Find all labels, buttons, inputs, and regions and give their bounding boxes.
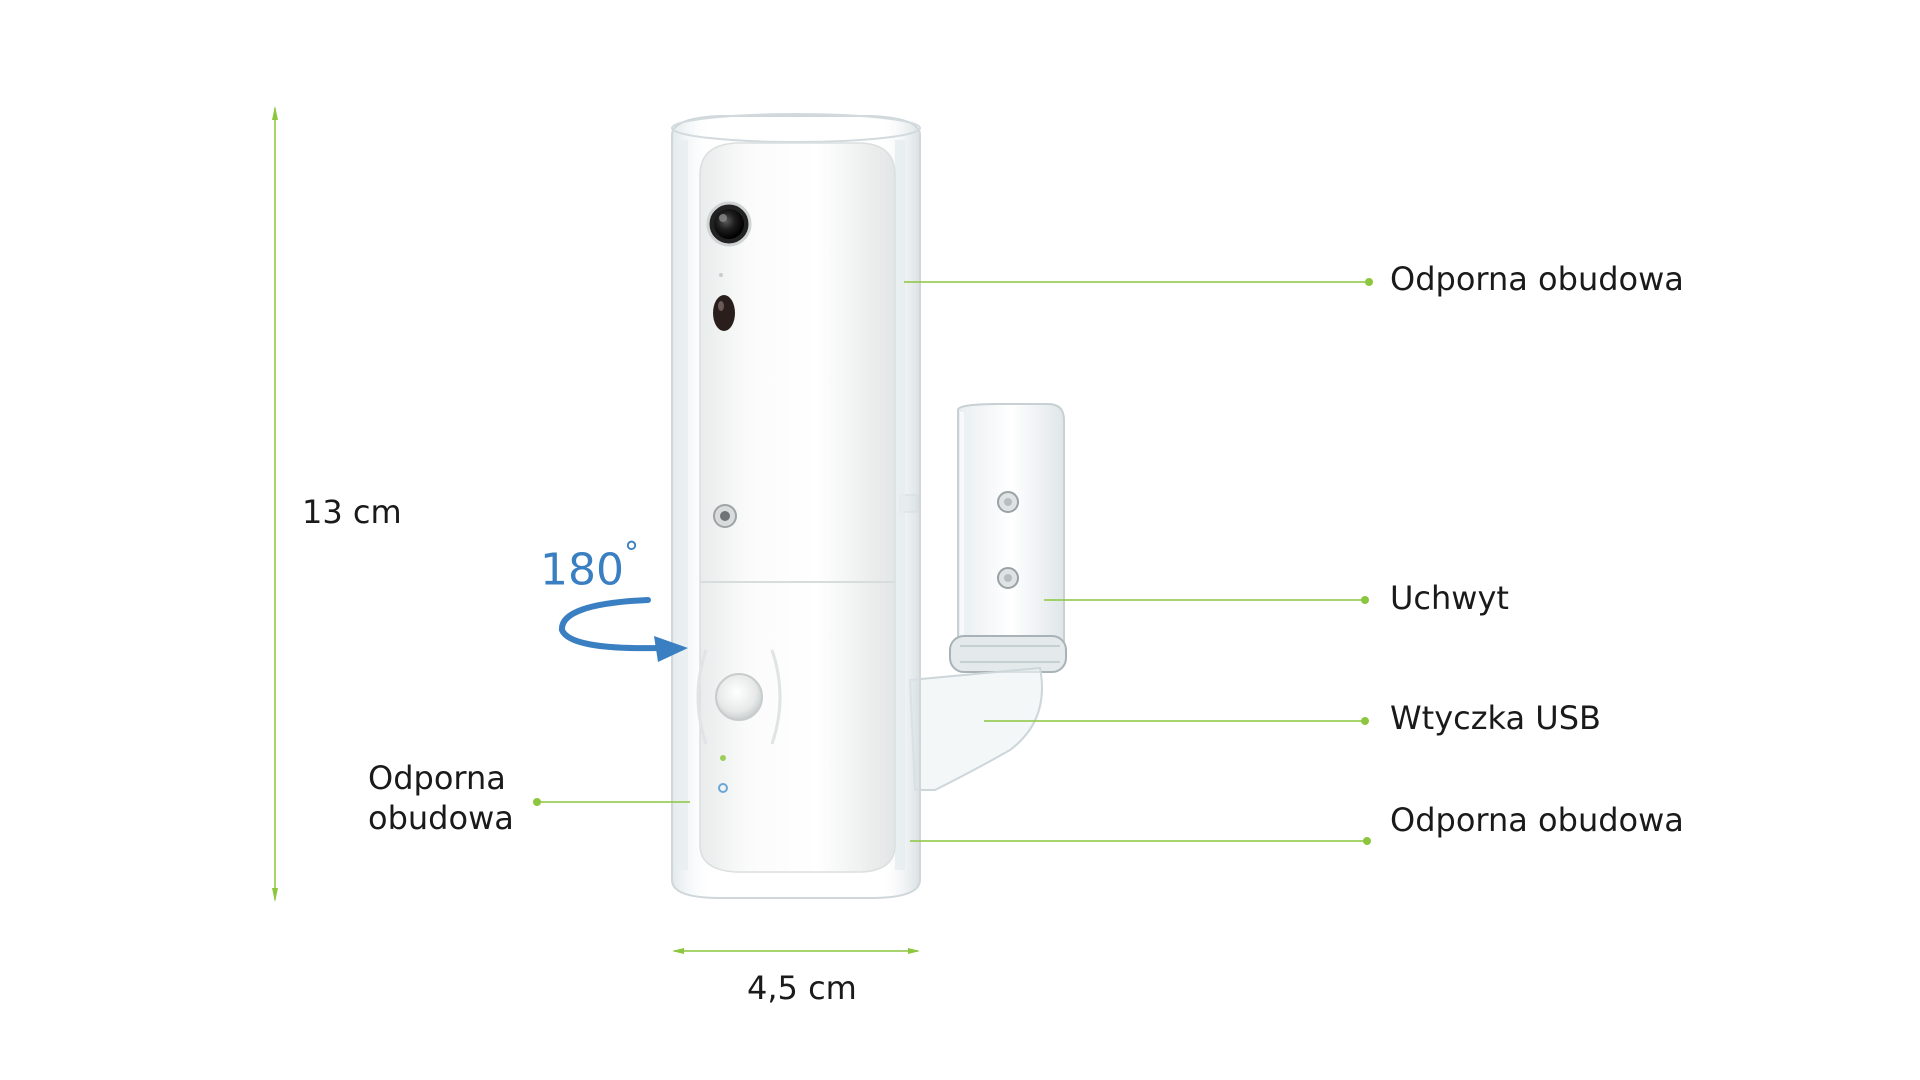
pir-sensor-icon xyxy=(696,649,782,745)
ir-sensor-icon xyxy=(713,295,735,331)
light-sensor-icon xyxy=(713,504,737,528)
height-label: 13 cm xyxy=(302,493,402,531)
status-led-blue xyxy=(718,783,728,793)
rotation-label: 180° xyxy=(540,536,639,596)
callout-housing-left xyxy=(533,798,690,806)
label-housing-left: Odporna obudowa xyxy=(368,759,514,837)
rotation-value: 180 xyxy=(540,544,624,596)
callout-usb-plug xyxy=(984,717,1369,725)
callout-bracket xyxy=(1044,596,1369,604)
rotation-unit: ° xyxy=(623,536,639,571)
camera-lens-icon xyxy=(706,201,752,247)
callout-housing-top xyxy=(904,278,1373,286)
label-housing-bottom: Odporna obudowa xyxy=(1390,801,1684,839)
rotation-arrow-icon xyxy=(559,597,688,662)
width-label: 4,5 cm xyxy=(747,969,857,1007)
indicator-dot xyxy=(719,273,723,277)
label-housing-top: Odporna obudowa xyxy=(1390,260,1684,298)
label-usb-plug: Wtyczka USB xyxy=(1390,699,1601,737)
callout-housing-bottom xyxy=(910,837,1371,845)
label-bracket: Uchwyt xyxy=(1390,579,1509,617)
wall-bracket xyxy=(899,403,1067,791)
height-dimension-line xyxy=(272,106,278,902)
width-dimension-line xyxy=(672,948,920,954)
status-led-green xyxy=(720,755,726,761)
